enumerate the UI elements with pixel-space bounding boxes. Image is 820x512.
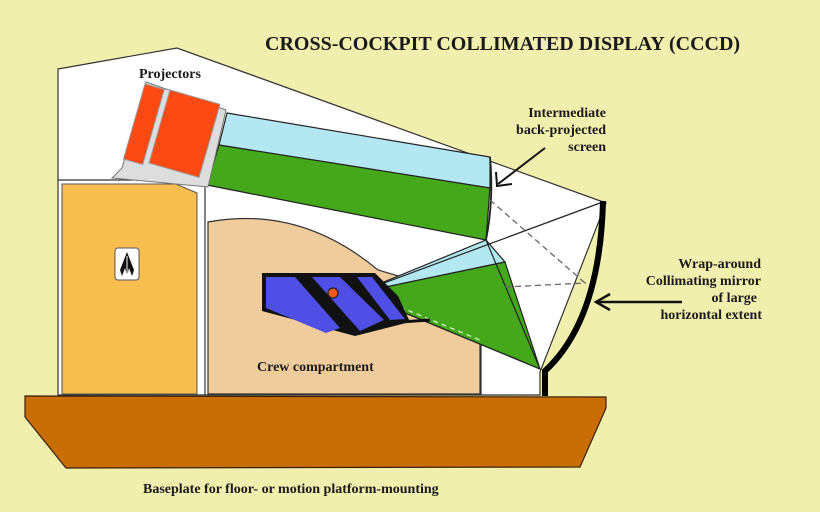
aircraft-emblem-icon [114,247,140,281]
mirror-label-line-1: Wrap-around [678,257,761,272]
cabinet [61,183,198,395]
mirror-arrow [593,292,682,312]
baseplate-label: Baseplate for floor- or motion platform-… [143,482,439,497]
intermediate-screen [485,156,493,241]
screen-arrow [495,147,546,188]
baseplate [24,395,607,469]
dashed-ray-3 [399,306,481,341]
diagram-title: CROSS-COCKPIT COLLIMATED DISPLAY (CCCD) [265,33,740,55]
projector-2 [148,89,221,179]
dashed-ray-2 [504,282,587,288]
collimating-mirror [542,200,606,396]
mirror-label-line-2: Collimating mirror [646,274,761,289]
mirror-label-line-4: horizontal extent [661,308,763,323]
projectors [110,81,227,188]
pilot-eyepoint [327,287,339,299]
ray-screen-mirror [485,239,541,370]
screen-label-line-2: back-projected [516,123,606,138]
crew-compartment-label: Crew compartment [257,360,374,375]
screen-label-line-3: screen [568,140,606,155]
mirror-label-line-3: of large [712,291,757,306]
projector-1 [122,83,165,166]
screen-label-line-1: Intermediate [528,106,606,121]
dashed-ray-1 [489,199,586,284]
ray-upper [356,202,601,294]
projectors-label: Projectors [139,67,201,82]
cockpit [262,273,431,336]
